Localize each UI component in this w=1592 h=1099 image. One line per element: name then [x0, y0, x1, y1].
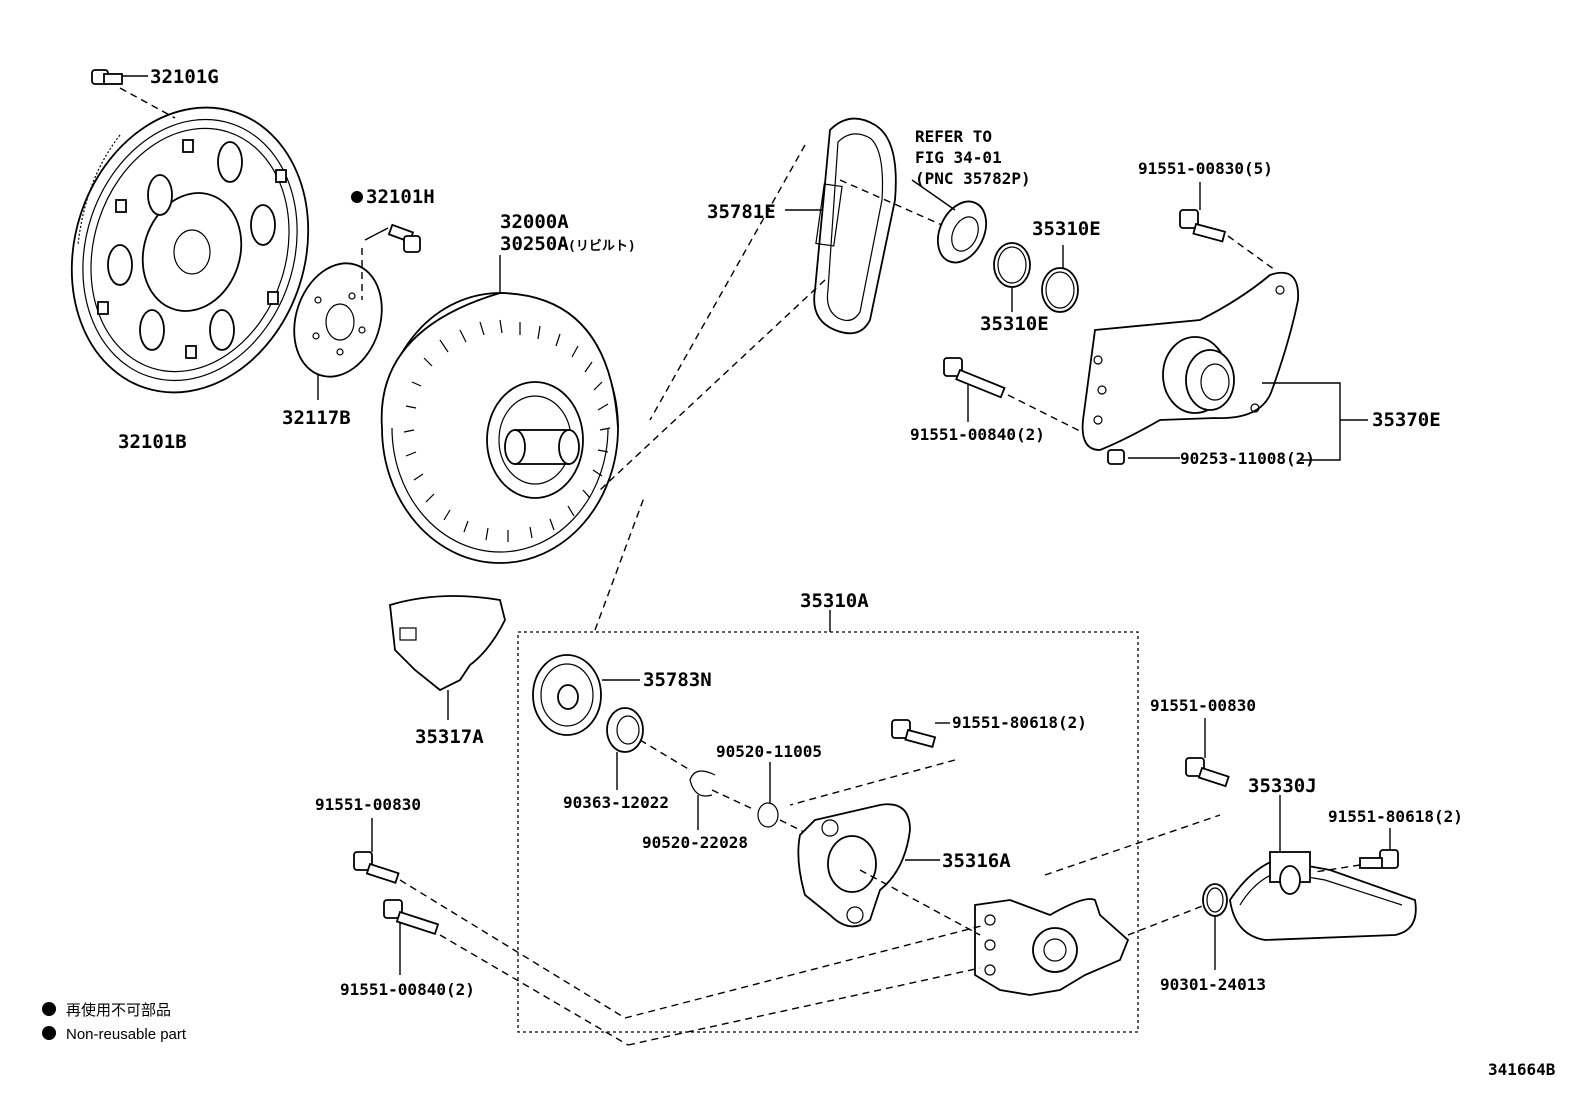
label-35316A: 35316A: [942, 850, 1011, 872]
label-91551-00830-right: 91551-00830: [1150, 696, 1256, 715]
label-90253-11008-2: 90253-11008(2): [1180, 449, 1315, 468]
snap-ring-90520-11005: [757, 762, 811, 836]
refer-line-3: (PNC 35782P): [915, 169, 1031, 188]
label-30250A: 30250A: [500, 233, 569, 255]
label-35781E: 35781E: [707, 201, 776, 223]
bolt-91551-80618-2-mid: [789, 719, 956, 806]
label-32101G: 32101G: [150, 66, 219, 88]
label-35330J: 35330J: [1248, 775, 1317, 797]
label-35310A: 35310A: [800, 590, 869, 612]
legend-en: Non-reusable part: [66, 1026, 187, 1043]
label-35317A: 35317A: [415, 726, 484, 748]
legend-bullet-jp: [42, 1002, 56, 1016]
bolt-91551-80618-2-right: [1314, 828, 1399, 873]
refer-sprocket: [839, 179, 987, 264]
bolt-91551-00830-left: [353, 818, 986, 1019]
figure-id: 341664B: [1488, 1060, 1556, 1079]
label-32000A: 32000A: [500, 211, 569, 233]
label-91551-00830-left: 91551-00830: [315, 795, 421, 814]
label-91551-00840-2-top: 91551-00840(2): [910, 425, 1045, 444]
pump-plate: [1081, 271, 1368, 465]
sprocket-35783N: [532, 494, 646, 736]
pump-body: [859, 814, 1221, 996]
label-91551-00840-2-bottom: 91551-00840(2): [340, 980, 475, 999]
bolt-32101G: [91, 69, 176, 119]
label-91551-80618-2-right: 91551-80618(2): [1328, 807, 1463, 826]
label-32101B: 32101B: [118, 431, 187, 453]
non-reusable-marker: [351, 191, 363, 203]
drive-chain: [599, 117, 897, 491]
cover-35317A: [389, 595, 506, 720]
bolt-91551-00830-5: [1179, 182, 1276, 271]
label-90363-12022: 90363-12022: [563, 793, 669, 812]
bolt-91551-00840-2-bottom: [383, 899, 981, 1046]
refer-line-1: REFER TO: [915, 127, 992, 146]
bolt-32101H: [364, 223, 421, 253]
label-91551-80618-2-mid: 91551-80618(2): [952, 713, 1087, 732]
o-rings: [993, 242, 1079, 313]
bearing-90363: [606, 707, 691, 790]
legend-jp: 再使用不可部品: [66, 1002, 171, 1019]
label-30250A-note: (リビルト): [568, 238, 636, 254]
torque-converter: [380, 255, 619, 564]
bolt-91551-00840-2-top: [943, 357, 1083, 433]
label-90520-11005: 90520-11005: [716, 742, 822, 761]
label-35783N: 35783N: [643, 669, 712, 691]
drive-plate: [70, 106, 310, 394]
label-35310E-bottom: 35310E: [980, 313, 1049, 335]
snap-ring-90520-22028: [689, 770, 756, 830]
label-91551-00830-5: 91551-00830(5): [1138, 159, 1273, 178]
label-35310E-top: 35310E: [1032, 218, 1101, 240]
bolt-91551-00830-right: [1185, 718, 1230, 788]
label-35370E: 35370E: [1372, 409, 1441, 431]
flex-plate: [293, 248, 383, 400]
label-90520-22028: 90520-22028: [642, 833, 748, 852]
strainer-35330J: [1229, 795, 1417, 941]
cover-35316A: [797, 803, 940, 928]
label-32117B: 32117B: [282, 407, 351, 429]
o-ring-90301: [1202, 883, 1228, 970]
legend-bullet-en: [42, 1026, 56, 1040]
label-90301-24013: 90301-24013: [1160, 975, 1266, 994]
label-32101H: 32101H: [366, 186, 435, 208]
refer-line-2: FIG 34-01: [915, 148, 1002, 167]
